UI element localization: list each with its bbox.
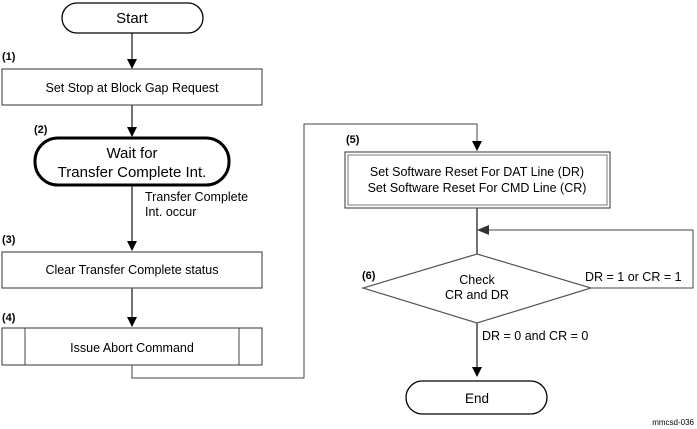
end-label: End (465, 391, 489, 406)
figure-id: mmcsd-036 (652, 418, 694, 427)
arrowhead-loop (477, 225, 489, 235)
step5-box-inner (347, 154, 608, 206)
connectors (127, 33, 694, 379)
connector-loop-back (488, 229, 694, 289)
step-number-6: (6) (362, 270, 376, 282)
step2-label-line1: Wait for (106, 145, 157, 162)
arrowhead-step5 (472, 141, 482, 151)
edge-label-loop: DR = 1 or CR = 1 (585, 270, 682, 284)
step-number-3: (3) (2, 234, 16, 246)
edge-label-exit: DR = 0 and CR = 0 (482, 329, 588, 343)
step-number-2: (2) (34, 124, 48, 136)
step2-wait-terminator (33, 136, 231, 187)
decision-diamond (360, 253, 594, 324)
edge-label-transfer-line1: Transfer Complete (145, 190, 248, 204)
start-terminator (61, 2, 204, 34)
decision-label-line2: CR and DR (445, 288, 509, 302)
decision-label-line1: Check (459, 273, 495, 287)
edge-label-transfer-line2: Int. occur (145, 205, 196, 219)
start-label: Start (116, 10, 149, 27)
end-terminator (405, 380, 548, 415)
step5-label-line1: Set Software Reset For DAT Line (DR) (370, 165, 584, 179)
step4-label: Issue Abort Command (70, 341, 194, 355)
step1-label: Set Stop at Block Gap Request (45, 81, 219, 95)
step-number-1: (1) (2, 51, 16, 63)
step-number-5: (5) (346, 134, 360, 146)
connector-step4-to-step5 (131, 123, 478, 379)
step-number-4: (4) (2, 312, 16, 324)
step1-box (1, 68, 263, 106)
step4-box (1, 327, 263, 366)
step3-box (1, 251, 263, 289)
step2-label-line2: Transfer Complete Int. (58, 164, 207, 181)
step3-label: Clear Transfer Complete status (46, 263, 219, 277)
step5-label-line2: Set Software Reset For CMD Line (CR) (368, 181, 587, 195)
